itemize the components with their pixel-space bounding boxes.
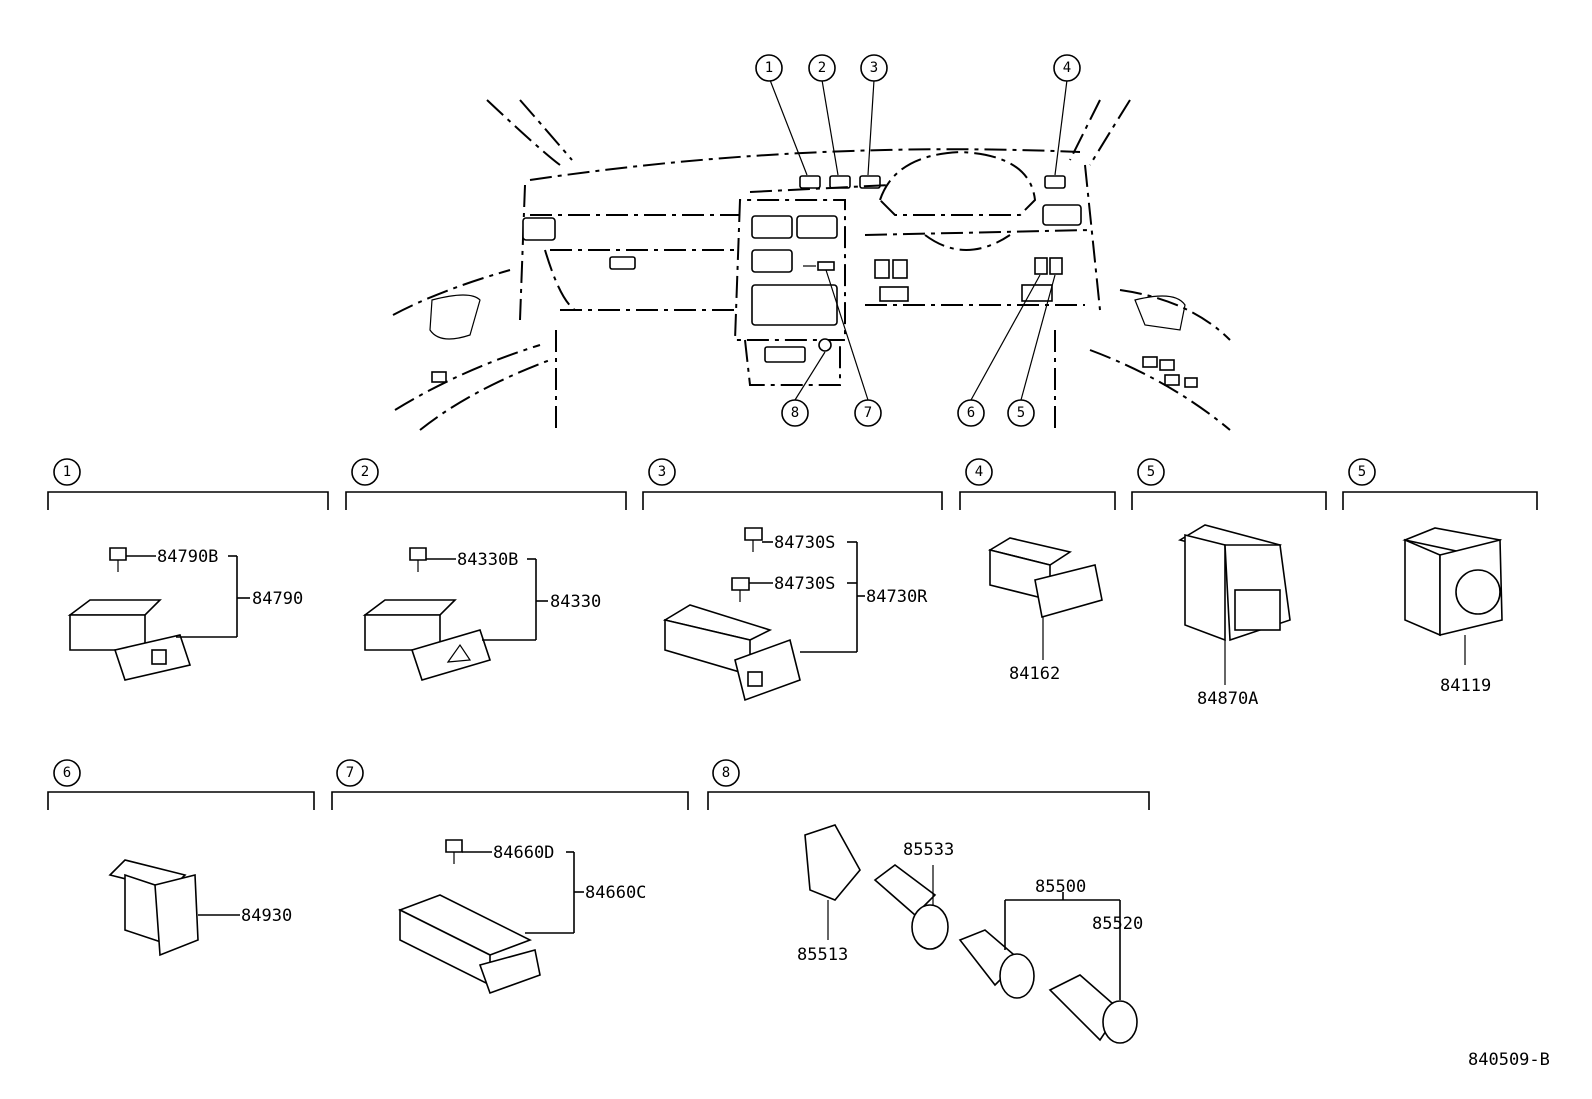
group-6: 6 84930 (47, 759, 315, 957)
group-3: 3 84730S 84730S 84730R (642, 458, 943, 702)
part-number-84790B: 84790B (157, 547, 218, 567)
overview-callout-7: 7 (854, 399, 882, 427)
part-number-85513: 85513 (797, 945, 848, 965)
part-number-84162: 84162 (1009, 664, 1060, 684)
group-8-index: 8 (722, 765, 730, 781)
dashboard-overview (392, 79, 1231, 431)
svg-text:5: 5 (1017, 405, 1025, 421)
drawing-id: 840509-B (1468, 1050, 1550, 1070)
group-5b-index: 5 (1358, 464, 1366, 480)
group-4: 4 84162 (959, 458, 1116, 684)
group-1: 1 84790B 84790 (47, 458, 329, 681)
group-5a: 5 84870A (1131, 458, 1327, 709)
overview-callout-5: 5 (1007, 399, 1035, 427)
part-number-84790: 84790 (252, 589, 303, 609)
group-2-index: 2 (361, 464, 369, 480)
group-6-index: 6 (63, 765, 71, 781)
svg-text:4: 4 (1063, 60, 1071, 76)
svg-text:6: 6 (967, 405, 975, 421)
overview-callout-4: 4 (1053, 54, 1081, 82)
group-4-index: 4 (975, 464, 983, 480)
part-number-84119: 84119 (1440, 676, 1491, 696)
svg-text:1: 1 (765, 60, 773, 76)
part-number-85500: 85500 (1035, 877, 1086, 897)
svg-text:2: 2 (818, 60, 826, 76)
group-7: 7 84660D 84660C (331, 759, 689, 995)
part-number-85520: 85520 (1092, 914, 1143, 934)
overview-callout-8: 8 (781, 399, 809, 427)
part-number-84730S-a: 84730S (774, 533, 835, 553)
overview-callout-3: 3 (860, 54, 888, 82)
overview-callout-6: 6 (957, 399, 985, 427)
group-8: 8 85513 85533 85500 85520 (707, 759, 1150, 1044)
part-number-84730R: 84730R (866, 587, 928, 607)
group-5b: 5 84119 (1342, 458, 1538, 696)
svg-text:3: 3 (870, 60, 878, 76)
part-number-84930: 84930 (241, 906, 292, 926)
part-number-84730S-b: 84730S (774, 574, 835, 594)
part-number-84660C: 84660C (585, 883, 646, 903)
group-7-index: 7 (346, 765, 354, 781)
overview-callout-1: 1 (755, 54, 783, 82)
part-number-84330B: 84330B (457, 550, 518, 570)
part-number-84660D: 84660D (493, 843, 554, 863)
part-number-84330: 84330 (550, 592, 601, 612)
part-number-85533: 85533 (903, 840, 954, 860)
svg-text:7: 7 (864, 405, 872, 421)
svg-text:8: 8 (791, 405, 799, 421)
group-1-index: 1 (63, 464, 71, 480)
group-2: 2 84330B 84330 (345, 458, 627, 681)
part-number-84870A: 84870A (1197, 689, 1258, 709)
group-5a-index: 5 (1147, 464, 1155, 480)
group-3-index: 3 (658, 464, 666, 480)
overview-callout-2: 2 (808, 54, 836, 82)
